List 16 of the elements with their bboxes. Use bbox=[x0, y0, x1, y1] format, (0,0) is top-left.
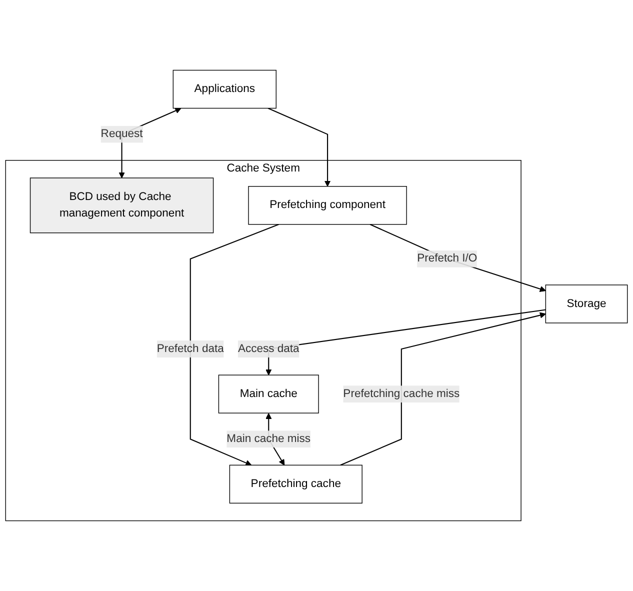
node-box: Storage bbox=[545, 284, 628, 324]
arrow bbox=[268, 108, 331, 187]
arrow bbox=[370, 224, 546, 292]
edge-label: Prefetching cache miss bbox=[343, 388, 460, 400]
edge-label: Prefetch data bbox=[156, 342, 224, 355]
node-box: Prefetching cache bbox=[229, 464, 362, 504]
node-box: Applications bbox=[172, 70, 276, 109]
node-box: Main cache bbox=[218, 374, 319, 414]
node-box: Prefetching component bbox=[248, 186, 407, 225]
node-box: BCD used by Cache management component bbox=[30, 178, 214, 234]
edge-label: Prefetch I/O bbox=[417, 252, 478, 265]
arrow bbox=[190, 224, 279, 466]
arrow bbox=[340, 312, 546, 466]
edge-label: Request bbox=[100, 128, 143, 140]
edge-label: Access data bbox=[238, 342, 300, 355]
edge-label: Main cache miss bbox=[226, 432, 311, 445]
